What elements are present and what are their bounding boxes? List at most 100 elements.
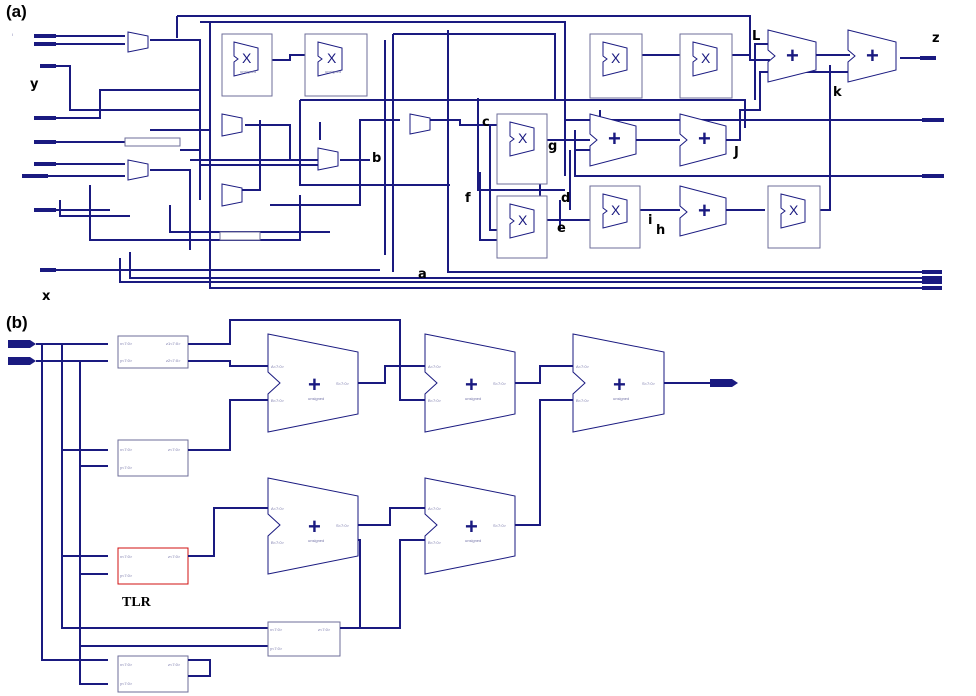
signal-k-label: k (833, 85, 842, 100)
output-pin (922, 118, 944, 122)
adder-b2: A<7:0> B<7:0> S<7:0> + unsigned (424, 333, 516, 433)
port-z1: z1<7:0> (166, 341, 181, 346)
port-s: S<7:0> (493, 523, 507, 528)
mark-top-left: I (12, 32, 13, 37)
block-type-label: unsigned (325, 69, 341, 74)
port-a: A<7:0> (576, 364, 590, 369)
port-b: B<7:0> (271, 398, 285, 403)
adder-a5: + (847, 29, 897, 83)
multiplier-5: X (496, 113, 548, 185)
adder-a2: + (679, 113, 727, 167)
multiplier-8: X (767, 185, 821, 249)
signal-c-label: c (482, 115, 490, 130)
port-b: B<7:0> (428, 540, 442, 545)
multiplier-1: X unsigned (221, 33, 273, 97)
multiply-symbol: X (242, 50, 252, 66)
port-z: z<7:0> (168, 662, 181, 667)
adder-type: unsigned (308, 538, 324, 543)
port-z: z<7:0> (168, 554, 181, 559)
port-z: z<7:0> (168, 447, 181, 452)
add-symbol: + (465, 514, 478, 539)
adder-b1: A<7:0> B<7:0> S<7:0> + unsigned (267, 333, 359, 433)
signal-b-label: b (372, 151, 381, 166)
input-pin (34, 42, 56, 46)
signal-d-label: d (561, 191, 570, 206)
port-s: S<7:0> (493, 381, 507, 386)
port-y: y<7:0> (120, 358, 133, 363)
port-x: x<7:0> (120, 554, 133, 559)
mux-2 (221, 113, 243, 137)
adder-b3: A<7:0> B<7:0> S<7:0> + unsigned (572, 333, 665, 433)
add-symbol: + (465, 372, 478, 397)
adder-type: unsigned (613, 396, 629, 401)
multiplier-3: X (589, 33, 643, 99)
input-pin (34, 116, 56, 120)
input-pin-a (8, 340, 36, 348)
signal-g-label: g (548, 139, 557, 154)
signal-e-label: e (557, 221, 566, 236)
output-pin (922, 270, 942, 274)
panel-b-label: (b) (6, 313, 28, 332)
port-y: y<7:0> (270, 646, 283, 651)
schematic-a: X unsigned X unsigned X X X X (12, 15, 944, 304)
add-symbol: + (698, 198, 711, 223)
mux-1 (127, 31, 149, 53)
port-z: z<7:0> (318, 627, 331, 632)
port-x: x<7:0> (270, 627, 283, 632)
output-pin-s (710, 379, 738, 387)
input-pin (34, 162, 56, 166)
output-pin (920, 56, 936, 60)
adder-b5: A<7:0> B<7:0> S<7:0> + unsigned (424, 477, 516, 575)
adder-type: unsigned (308, 396, 324, 401)
input-pin-b (8, 357, 36, 365)
panel-a-label: (a) (6, 2, 27, 21)
schematic-b: x<7:0> y<7:0> z1<7:0> z2<7:0> x<7:0> y<7… (8, 319, 738, 693)
add-symbol: + (308, 372, 321, 397)
block-b2: x<7:0> y<7:0> z<7:0> (117, 439, 189, 477)
port-x: x<7:0> (120, 341, 133, 346)
multiply-symbol: X (518, 130, 528, 146)
mux-4 (221, 183, 243, 207)
adder-a1: + (589, 113, 637, 167)
port-z2: z2<7:0> (166, 358, 181, 363)
input-pin (22, 174, 48, 178)
port-b: B<7:0> (428, 398, 442, 403)
multiply-symbol: X (611, 202, 621, 218)
add-symbol: + (608, 126, 621, 151)
add-symbol: + (866, 43, 879, 68)
port-x: x<7:0> (120, 447, 133, 452)
input-pin (40, 64, 56, 68)
signal-i-label: i (648, 213, 652, 228)
multiplier-4: X (679, 33, 733, 99)
output-pin (922, 286, 942, 290)
output-pin (922, 174, 944, 178)
port-y: y<7:0> (120, 681, 133, 686)
add-symbol: + (613, 372, 626, 397)
signal-y-label: y (30, 77, 39, 92)
signal-l-label: L (752, 29, 760, 44)
port-x: x<7:0> (120, 662, 133, 667)
tlr-label: TLR (122, 595, 152, 610)
port-a: A<7:0> (271, 364, 285, 369)
signal-a-label: a (418, 267, 427, 282)
multiply-symbol: X (701, 50, 711, 66)
adder-a4: + (767, 29, 817, 83)
multiply-symbol: X (518, 212, 528, 228)
mux-3 (127, 159, 149, 181)
port-b: B<7:0> (271, 540, 285, 545)
const-block-1 (124, 137, 181, 147)
add-symbol: + (786, 43, 799, 68)
multiply-symbol: X (611, 50, 621, 66)
port-b: B<7:0> (576, 398, 590, 403)
port-y: y<7:0> (120, 573, 133, 578)
port-a: A<7:0> (428, 506, 442, 511)
block-b5: x<7:0> y<7:0> z<7:0> (117, 655, 189, 693)
const-block-2 (219, 231, 261, 241)
add-symbol: + (308, 514, 321, 539)
output-pin (922, 276, 942, 280)
output-pin (922, 280, 942, 284)
tlr-block: x<7:0> y<7:0> z<7:0> (117, 547, 189, 585)
block-b4: x<7:0> y<7:0> z<7:0> (267, 621, 341, 657)
block-type-label: unsigned (240, 69, 256, 74)
